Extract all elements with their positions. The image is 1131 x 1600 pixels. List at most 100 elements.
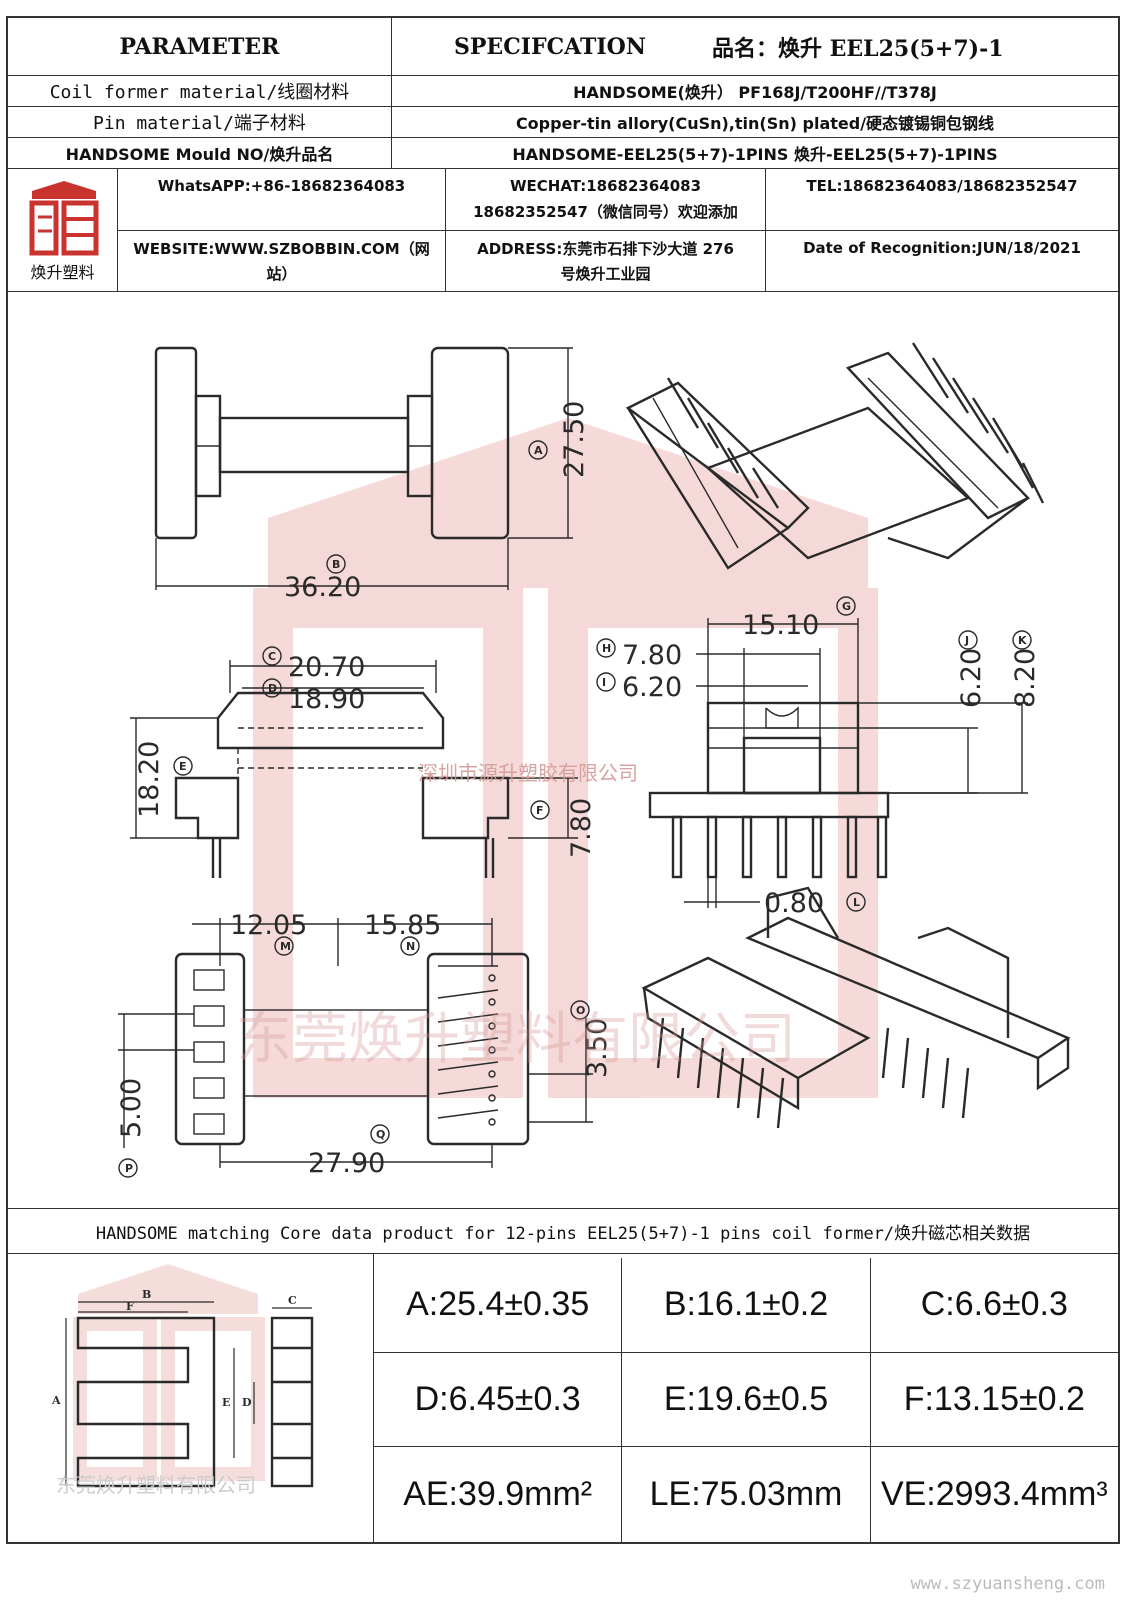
label-d: D	[268, 682, 277, 695]
handsome-logo-icon	[29, 181, 98, 256]
label-p: P	[125, 1162, 133, 1175]
dim-a: 27.50	[559, 401, 590, 478]
parameter-heading: PARAMETER	[8, 18, 392, 75]
tel-text: TEL:18682364083/18682352547	[806, 177, 1078, 195]
side-view: 15.10 G 7.80 H 6.20 I 6.20 J 8.20	[596, 596, 1041, 919]
label-j: J	[964, 634, 969, 647]
coil-material-row: Coil former material/线圈材料 HANDSOME(焕升） P…	[8, 76, 1118, 107]
iso-view-2	[641, 886, 1071, 1129]
label-n: N	[406, 940, 415, 953]
contact-grid: WhatsAPP:+86-18682364083 WECHAT:18682364…	[118, 169, 1118, 291]
core-label-e: E	[222, 1396, 230, 1409]
pin-material-value: Copper-tin allory(CuSn),tin(Sn) plated/硬…	[515, 114, 995, 133]
core-watermark-logo-icon	[73, 1264, 265, 1481]
label-e: E	[179, 760, 187, 773]
label-o: O	[576, 1004, 585, 1017]
core-value-ae: AE:39.9mm²	[374, 1447, 623, 1542]
dim-f: 7.80	[566, 798, 597, 858]
logo-caption: 焕升塑料	[30, 263, 95, 282]
mould-row: HANDSOME Mould NO/焕升品名 HANDSOME-EEL25(5+…	[8, 138, 1118, 169]
coil-material-value: HANDSOME(焕升） PF168J/T200HF//T378J	[573, 83, 937, 102]
dim-m: 12.05	[230, 910, 307, 941]
core-label-a: A	[51, 1394, 61, 1407]
label-k: K	[1018, 634, 1027, 647]
footer-url: www.szyuansheng.com	[910, 1574, 1105, 1594]
label-f: F	[536, 804, 544, 817]
dim-p: 5.00	[116, 1078, 147, 1138]
iso-view-1	[625, 342, 1045, 570]
core-value-le: LE:75.03mm	[622, 1447, 871, 1542]
core-label-c: C	[288, 1294, 297, 1307]
dim-l: 0.80	[764, 888, 824, 919]
core-row-2: D:6.45±0.3 E:19.6±0.5 F:13.15±0.2	[374, 1352, 1118, 1448]
coil-material-label: Coil former material/线圈材料	[8, 76, 392, 106]
label-h: H	[602, 642, 611, 655]
core-value-c: C:6.6±0.3	[920, 1285, 1068, 1324]
core-value-a: A:25.4±0.35	[374, 1258, 623, 1352]
wechat-cell: WECHAT:18682364083 18682352547（微信同号）欢迎添加	[446, 169, 766, 230]
core-label-f: F	[126, 1300, 134, 1313]
core-value-b: B:16.1±0.2	[622, 1258, 871, 1352]
date-text: Date of Recognition:JUN/18/2021	[803, 239, 1081, 257]
spec-heading-cell: SPECIFCATION 品名：焕升 EEL25(5+7)-1	[392, 18, 1118, 75]
core-row-1: A:25.4±0.35 B:16.1±0.2 C:6.6±0.3	[374, 1258, 1118, 1353]
specification-heading: SPECIFCATION	[454, 33, 646, 60]
core-value-f: F:13.15±0.2	[903, 1379, 1085, 1418]
wechat-line-2: 18682352547（微信同号）欢迎添加	[473, 203, 738, 221]
dim-k: 8.20	[1010, 648, 1041, 708]
label-q: Q	[376, 1128, 385, 1141]
wechat-line-1: WECHAT:18682364083	[509, 177, 701, 195]
bottom-view: 12.05 M 15.85 N 3.50 O 5.00 P	[116, 910, 613, 1179]
front-view: 20.70 C 18.90 D 18.20 E 7.80 F	[130, 646, 597, 878]
contact-row-2: WEBSITE:WWW.SZBOBBIN.COM（网 站） ADDRESS:东莞…	[118, 231, 1118, 291]
label-m: M	[280, 940, 291, 953]
spec-sheet: PARAMETER SPECIFCATION 品名：焕升 EEL25(5+7)-…	[6, 16, 1120, 1544]
dim-b: 36.20	[284, 572, 361, 603]
header-row: PARAMETER SPECIFCATION 品名：焕升 EEL25(5+7)-…	[8, 18, 1118, 76]
dim-j: 6.20	[956, 648, 987, 708]
website-cell: WEBSITE:WWW.SZBOBBIN.COM（网 站）	[118, 231, 446, 291]
core-diagram-cell: B F A E D C 东莞焕升塑料有限公司	[8, 1254, 374, 1542]
dim-i: 6.20	[622, 672, 682, 703]
website-line-2: 站）	[266, 265, 297, 283]
contact-block: 焕升塑料 WhatsAPP:+86-18682364083 WECHAT:186…	[8, 169, 1118, 292]
pin-material-row: Pin material/端子材料 Copper-tin allory(CuSn…	[8, 107, 1118, 138]
label-b: B	[332, 558, 340, 571]
pin-material-label: Pin material/端子材料	[8, 107, 392, 137]
dim-o: 3.50	[582, 1018, 613, 1078]
core-value-e: E:19.6±0.5	[622, 1352, 871, 1447]
label-l: L	[853, 896, 860, 909]
address-line-1: ADDRESS:东莞市石排下沙大道 276	[477, 240, 734, 258]
core-row-3: AE:39.9mm² LE:75.03mm VE:2993.4mm³	[374, 1447, 1118, 1542]
mould-label: HANDSOME Mould NO/焕升品名	[8, 138, 392, 168]
core-value-d: D:6.45±0.3	[374, 1352, 623, 1447]
dim-e: 18.20	[134, 741, 165, 818]
logo-cell: 焕升塑料	[8, 169, 118, 291]
core-title-row: HANDSOME matching Core data product for …	[8, 1208, 1118, 1254]
whatsapp-text: WhatsAPP:+86-18682364083	[118, 169, 446, 230]
label-g: G	[842, 600, 851, 613]
label-i: I	[602, 676, 606, 689]
dim-h: 7.80	[622, 640, 682, 671]
core-title: HANDSOME matching Core data product for …	[95, 1223, 1031, 1244]
dim-n: 15.85	[364, 910, 441, 941]
side-view-pins	[671, 815, 888, 879]
core-values-table: A:25.4±0.35 B:16.1±0.2 C:6.6±0.3 D:6.45±…	[374, 1258, 1118, 1542]
mould-value: HANDSOME-EEL25(5+7)-1PINS 焕升-EEL25(5+7)-…	[512, 145, 998, 164]
technical-drawing: .ln { stroke: #2a2a2a; stroke-width: 2.4…	[116, 342, 1071, 1179]
watermark-large: 东莞焕升塑料有限公司	[236, 1007, 796, 1072]
dim-q: 27.90	[308, 1148, 385, 1179]
core-watermark-text: 东莞焕升塑料有限公司	[56, 1473, 256, 1497]
watermark-small: 深圳市源升塑胶有限公司	[418, 761, 638, 785]
address-cell: ADDRESS:东莞市石排下沙大道 276 号焕升工业园	[446, 231, 766, 291]
product-name: 品名：焕升 EEL25(5+7)-1	[711, 35, 1004, 62]
core-label-d: D	[242, 1396, 252, 1409]
core-value-ve: VE:2993.4mm³	[880, 1475, 1108, 1514]
address-line-2: 号焕升工业园	[560, 265, 651, 283]
label-c: C	[268, 650, 276, 663]
label-a: A	[534, 444, 543, 457]
top-view: 27.50 A 36.20 B	[154, 346, 590, 603]
core-label-b: B	[142, 1288, 151, 1301]
dim-g: 15.10	[742, 610, 819, 641]
website-line-1: WEBSITE:WWW.SZBOBBIN.COM（网	[133, 240, 430, 258]
